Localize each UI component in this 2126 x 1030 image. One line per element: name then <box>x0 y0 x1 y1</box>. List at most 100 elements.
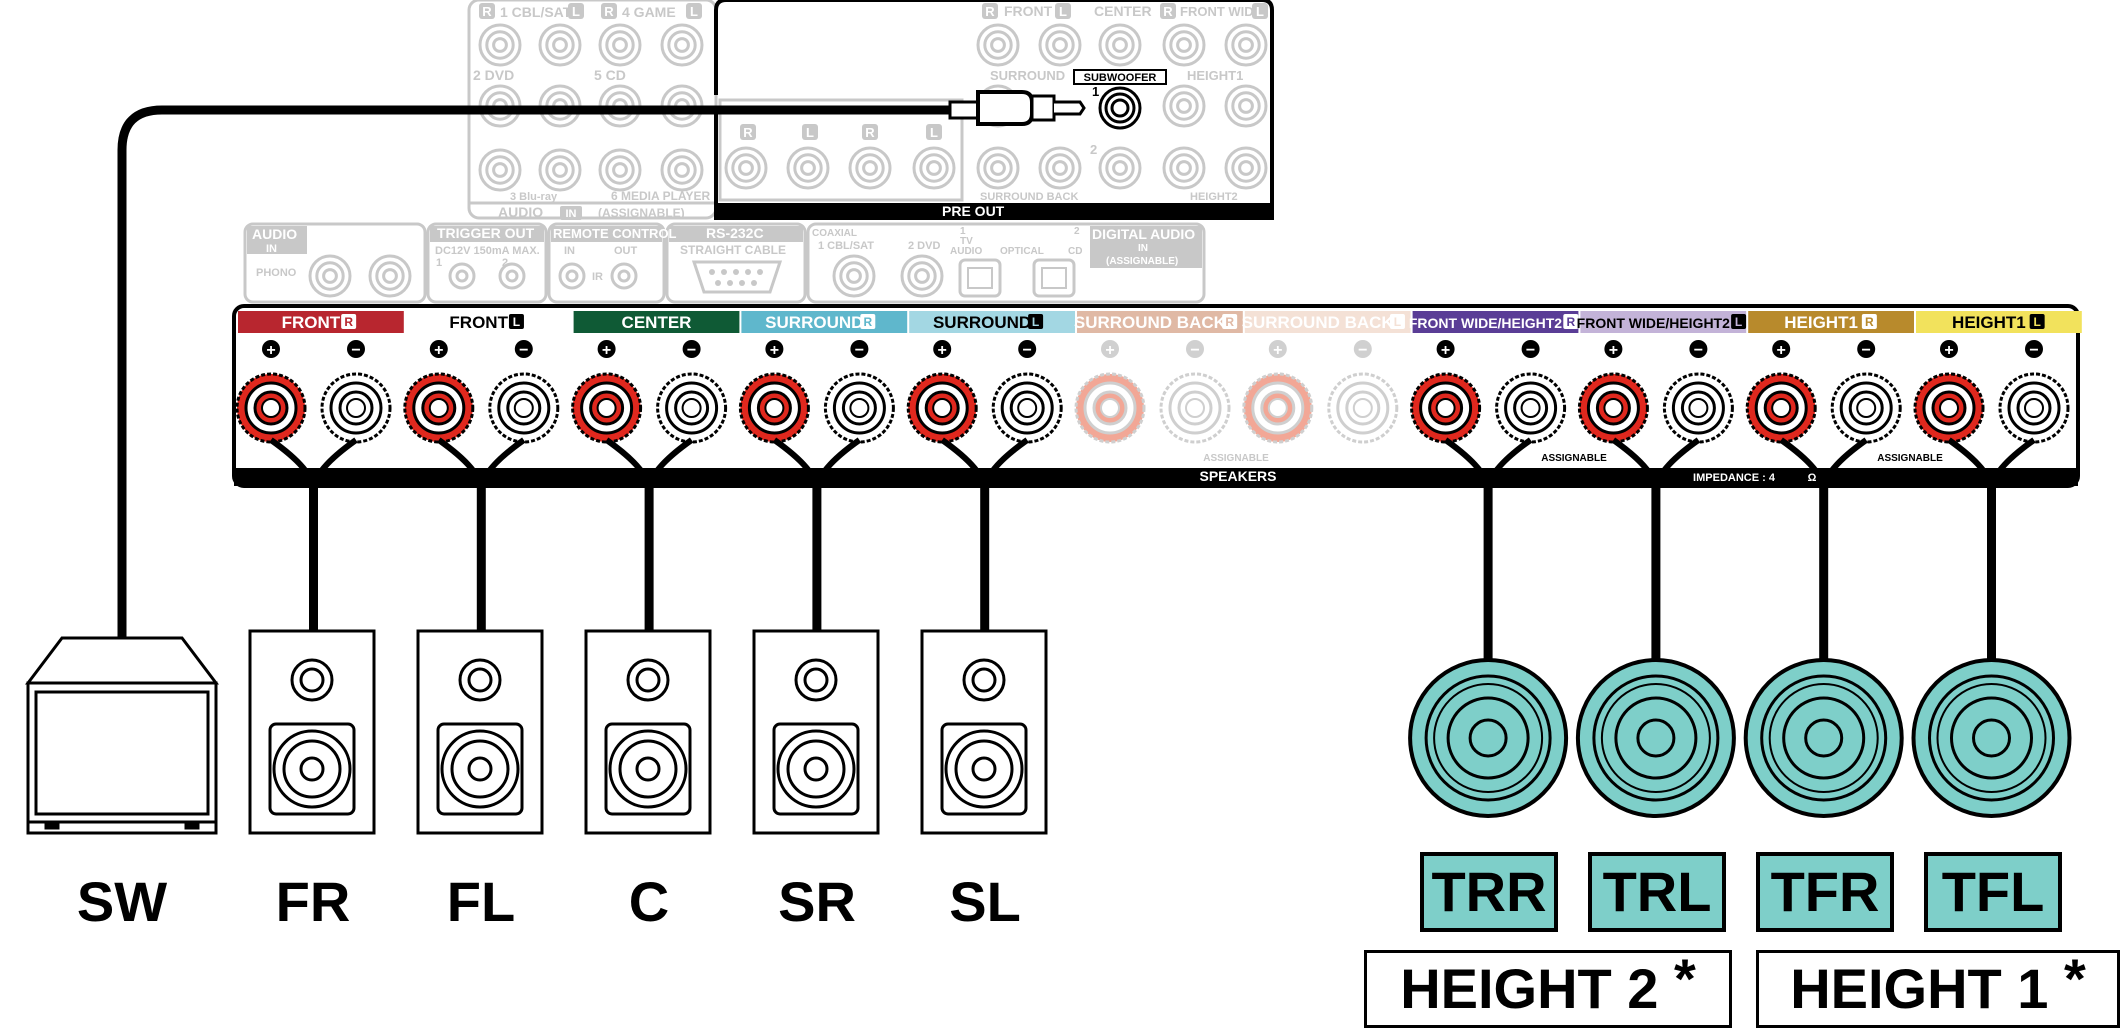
channel-side-label: L <box>2033 315 2040 329</box>
svg-text:−: − <box>1190 342 1199 359</box>
bookshelf-speaker <box>248 629 376 835</box>
rca-jack <box>598 23 642 67</box>
svg-text:−: − <box>687 342 696 359</box>
svg-text:−: − <box>1526 342 1535 359</box>
bookshelf-speaker <box>584 629 712 835</box>
svg-text:+: + <box>1944 342 1953 359</box>
channel-label: HEIGHT1 <box>1784 313 1858 332</box>
mini-jack <box>448 262 476 290</box>
impedance-label: IMPEDANCE : 4 <box>1693 472 1776 484</box>
label-audio: AUDIO <box>252 226 297 242</box>
channel-label: FRONT WIDE/HEIGHT2 <box>1577 315 1730 331</box>
label-front: FRONT <box>1004 3 1053 19</box>
mini-jack <box>498 262 526 290</box>
label-tv: TV <box>960 236 973 247</box>
assignable-label: ASSIGNABLE <box>1541 453 1607 464</box>
channel-label: SURROUND <box>765 313 863 332</box>
label-sub1: 1 <box>1092 84 1099 99</box>
label-height2: HEIGHT2 <box>1190 191 1238 203</box>
negative-terminal <box>1830 372 1902 444</box>
svg-text:−: − <box>2029 342 2038 359</box>
channel-side-label: L <box>1394 315 1401 329</box>
rca-jack <box>1162 146 1206 190</box>
label-center: CENTER <box>1094 3 1152 19</box>
svg-text:−: − <box>351 342 360 359</box>
channel-header <box>238 311 404 333</box>
channel-label: CENTER <box>622 313 692 332</box>
label-ir: IR <box>592 271 603 283</box>
input-rl-badges: R L R L IN <box>479 3 702 220</box>
plus-symbol: + <box>597 340 616 359</box>
svg-text:−: − <box>519 342 528 359</box>
channel-side-badge <box>341 314 357 329</box>
minus-symbol: − <box>1521 340 1540 359</box>
positive-terminal <box>906 372 978 444</box>
label-front-wide: FRONT WIDE <box>1180 4 1263 19</box>
label-coax-dvd: 2 DVD <box>908 240 940 252</box>
plus-symbol: + <box>1940 340 1958 359</box>
label-opt-cd: CD <box>1068 246 1082 257</box>
positive-terminal <box>1242 372 1314 444</box>
height-2-group-box: HEIGHT 2 * <box>1364 947 1732 1028</box>
bookshelf-speaker <box>920 629 1048 835</box>
label-fl: FL <box>446 870 516 933</box>
minus-symbol: − <box>1186 340 1204 359</box>
positive-terminal <box>235 372 307 444</box>
positive-terminal <box>1577 372 1649 444</box>
impedance-unit: Ω <box>1808 472 1817 484</box>
label-assignable-input: (ASSIGNABLE) <box>598 206 685 220</box>
label-tfl: TFL <box>1924 852 2062 932</box>
ceiling-speaker <box>1408 658 1569 818</box>
label-trigger-2: 2 <box>502 257 508 269</box>
svg-text:+: + <box>266 342 275 359</box>
minus-symbol: − <box>850 340 869 359</box>
plus-symbol: + <box>933 340 952 359</box>
channel-side-label: R <box>1865 315 1874 329</box>
svg-text:+: + <box>602 342 611 359</box>
bookshelf-speaker <box>416 629 544 835</box>
preout-label: PRE OUT <box>942 203 1005 219</box>
ceiling-speaker <box>1575 658 1736 818</box>
plus-symbol: + <box>429 340 448 359</box>
cables <box>117 105 965 643</box>
label-tfr: TFR <box>1756 852 1894 932</box>
plus-symbol: + <box>262 340 280 359</box>
plus-symbol: + <box>1101 340 1119 359</box>
preout-jack-group <box>724 23 1268 190</box>
mini-jack <box>610 262 638 290</box>
label-opt-2: 2 <box>1074 226 1080 237</box>
negative-terminal <box>1495 372 1567 444</box>
rca-jack <box>1224 84 1268 128</box>
label-audio-in-badge: IN <box>266 243 277 255</box>
rca-jack <box>1162 23 1206 67</box>
channel-side-badge <box>1222 314 1238 329</box>
svg-text:+: + <box>434 342 443 359</box>
label-audio-in: AUDIO <box>498 204 543 220</box>
channel-header <box>1077 311 1243 333</box>
channel-side-label: R <box>1225 315 1234 329</box>
minus-symbol: − <box>682 340 701 359</box>
bookshelf-speaker-group <box>248 629 1048 835</box>
negative-terminal <box>320 372 392 444</box>
negative-terminal <box>823 372 895 444</box>
preout-panel: PRE OUT <box>714 0 1274 220</box>
speaker-cable-group <box>269 437 2036 660</box>
channel-header <box>573 311 740 333</box>
optical-port <box>958 258 1002 298</box>
rca-jack <box>598 148 642 192</box>
rca-jack <box>786 146 830 190</box>
plus-symbol: + <box>765 340 784 359</box>
label-sw: SW <box>76 870 168 933</box>
plus-symbol: + <box>1268 340 1287 359</box>
height-1-label: HEIGHT 1 <box>1790 957 2049 1020</box>
minus-symbol: − <box>514 340 533 359</box>
badge-l: L <box>690 4 698 19</box>
label-da-assignable: (ASSIGNABLE) <box>1106 256 1178 267</box>
positive-terminal <box>403 372 475 444</box>
label-rc-in: IN <box>564 245 575 257</box>
channel-side-badge <box>1861 314 1877 329</box>
badge-l: L <box>1059 4 1067 19</box>
